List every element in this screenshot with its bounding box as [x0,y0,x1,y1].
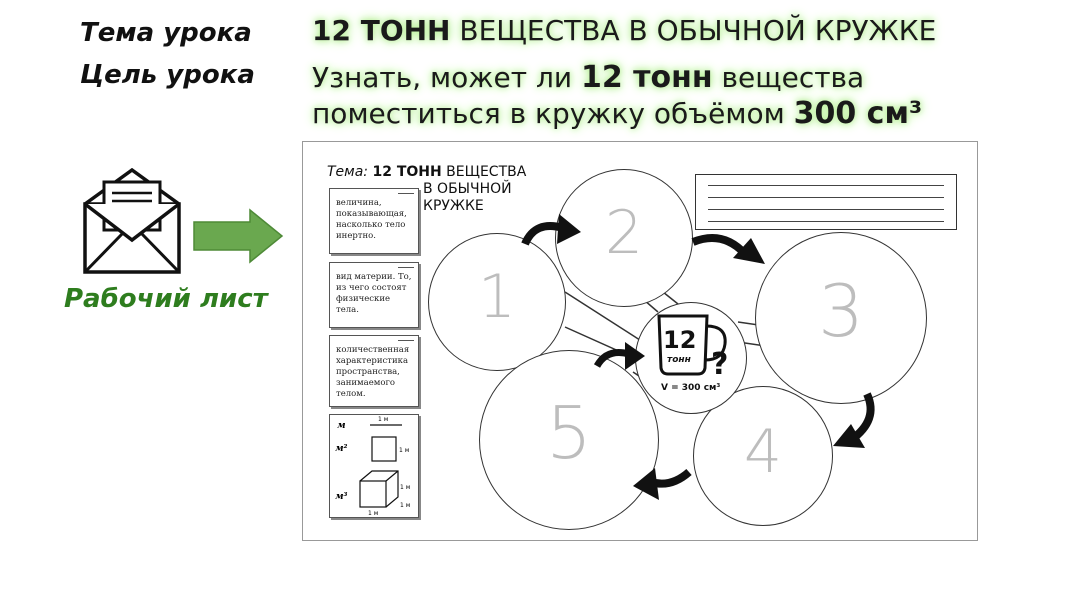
unit-1m-label: 1 м [400,502,410,509]
circle-4: 4 [693,386,833,526]
worksheet-topic-word: Тема: [327,164,373,180]
lesson-goal-line2: поместиться в кружку объёмом 300 см³ [312,96,922,131]
card-text: вид материи. То, из чего состоят физичес… [336,272,412,315]
circle-5: 5 [479,350,659,530]
goal-label: Цель урока [80,60,255,90]
goal-text-part2: вещества [712,61,865,94]
circle-2: 2 [555,169,693,307]
units-card: м 1 м м² 1 м м³ 1 м 1 м 1 м [329,414,419,518]
circle-number: 1 [477,262,517,332]
worksheet-title-rest3: КРУЖКЕ [423,198,484,214]
definition-card-3: количественная характеристика пространст… [329,335,419,407]
goal-bold-mass: 12 тонн [580,60,713,95]
worksheet-title-rest1: ВЕЩЕСТВА [441,164,527,180]
circle-3: 3 [755,232,927,404]
center-circle: 12 тонн ? V = 300 см³ [635,302,747,414]
goal-bold-volume: 300 см³ [793,96,923,131]
unit-1m-label: 1 м [400,484,410,491]
topic-label: Тема урока [80,18,252,48]
lesson-topic-rest: ВЕЩЕСТВА В ОБЫЧНОЙ КРУЖКЕ [450,14,937,47]
worksheet-label: Рабочий лист [64,284,268,314]
goal-text-part3: поместиться в кружку объёмом [312,97,794,130]
unit-1m-label: 1 м [399,447,409,454]
answer-lines-box [695,174,957,230]
units-diagram: м 1 м м² 1 м м³ 1 м 1 м 1 м [335,416,410,517]
mug-icon: 12 тонн ? V = 300 см³ [657,314,728,393]
circle-number: 4 [743,417,783,487]
card-text: количественная характеристика пространст… [336,345,410,399]
unit-m2: м² [335,444,348,454]
mug-unit: тонн [667,355,691,365]
worksheet-title: Тема: 12 ТОНН ВЕЩЕСТВА В ОБЫЧНОЙ КРУЖКЕ [327,164,526,215]
lesson-goal-line1: Узнать, может ли 12 тонн вещества [312,60,864,95]
mug-number: 12 [663,326,696,354]
mug-volume: V = 300 см³ [661,383,720,393]
unit-m3: м³ [335,492,348,502]
unit-m: м [337,421,346,431]
lesson-topic-bold: 12 ТОНН [312,14,451,47]
circle-number: 3 [818,269,864,353]
worksheet-preview: Тема: 12 ТОНН ВЕЩЕСТВА В ОБЫЧНОЙ КРУЖКЕ … [302,141,978,541]
question-mark-icon: ? [711,347,728,382]
goal-text-part1: Узнать, может ли [312,61,581,94]
circle-number: 2 [604,198,644,268]
lesson-topic: 12 ТОНН ВЕЩЕСТВА В ОБЫЧНОЙ КРУЖКЕ [312,14,936,47]
unit-1m-label: 1 м [378,416,388,423]
envelope-icon [83,168,181,274]
worksheet-title-rest2: В ОБЫЧНОЙ [423,181,512,197]
worksheet-title-bold: 12 ТОНН [372,164,442,180]
circle-number: 5 [546,391,592,475]
unit-1m-label: 1 м [368,510,378,517]
definition-card-2: вид материи. То, из чего состоят физичес… [329,262,419,328]
card-text: величина, показывающая, насколько тело и… [336,198,407,241]
definition-card-1: величина, показывающая, насколько тело и… [329,188,419,254]
circle-1: 1 [428,233,566,371]
right-arrow-icon [193,208,284,264]
